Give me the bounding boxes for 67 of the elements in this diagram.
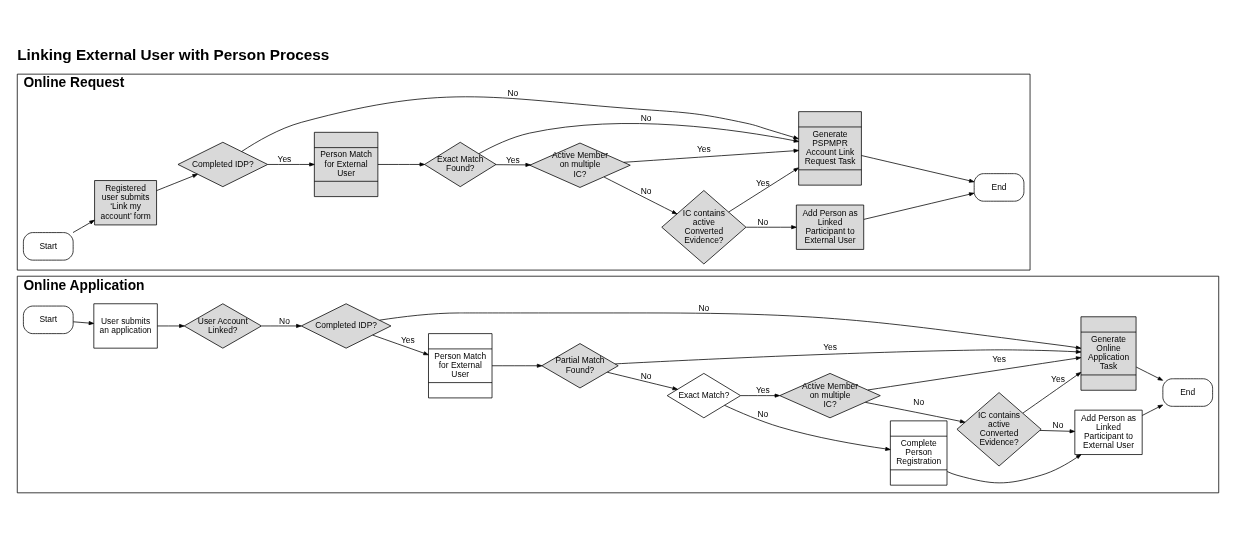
arrow	[728, 167, 799, 213]
arrow	[241, 96, 799, 152]
arrow	[865, 401, 966, 424]
node-diamond: Active Member on multiple IC?	[529, 142, 631, 188]
edge-label: Yes	[505, 154, 520, 165]
node-box: Add Person as Linked Participant to External User	[795, 204, 865, 250]
diagram-title: Linking External User with Person Process	[17, 45, 330, 63]
arrow	[863, 192, 975, 220]
arrow	[261, 323, 302, 328]
edge-label: Yes	[277, 154, 292, 165]
edge-label: No	[698, 303, 710, 314]
arrow	[740, 393, 780, 398]
node-box: Start	[23, 232, 74, 261]
arrow	[495, 162, 531, 167]
arrow	[867, 356, 1082, 391]
node-diamond: Exact Match Found?	[424, 141, 497, 188]
edge-label: No	[507, 88, 519, 99]
arrow	[861, 155, 975, 183]
node-box: Registered user submits ‘Link my account’ form	[94, 180, 157, 226]
node-box: User submits an application	[93, 303, 158, 349]
edge-label: No	[757, 408, 769, 419]
arrow	[478, 123, 799, 155]
edge-label: No	[757, 216, 769, 227]
edge-label: Yes	[992, 353, 1006, 364]
node-diamond: Active Member on multiple IC?	[779, 373, 881, 419]
arrow	[946, 454, 1082, 484]
edge-label: Yes	[400, 335, 415, 346]
arrow	[72, 321, 95, 326]
node-diamond: Completed IDP?	[300, 303, 392, 349]
edge-label: Yes	[1051, 374, 1065, 385]
arrow	[603, 176, 678, 215]
node-diamond: User Account Linked?	[183, 303, 262, 349]
arrow	[1141, 404, 1164, 416]
arrow	[372, 334, 429, 356]
edge-label: Yes	[697, 144, 711, 155]
node-diamond: Completed IDP?	[177, 141, 269, 188]
arrow	[614, 349, 1082, 365]
node-box: Add Person as Linked Participant to External User	[1074, 409, 1143, 455]
arrow	[724, 404, 891, 451]
arrow	[379, 312, 1082, 350]
arrow	[606, 371, 678, 391]
arrow	[1022, 372, 1082, 414]
arrow	[72, 219, 95, 233]
arrow	[157, 323, 185, 328]
edge-label: No	[913, 397, 925, 408]
edge-label: No	[279, 315, 290, 326]
node-box: End	[973, 173, 1025, 202]
arrow	[156, 173, 198, 191]
arrow	[1135, 366, 1164, 381]
node-box: End	[1162, 378, 1213, 407]
edge-label: No	[640, 186, 652, 197]
node-diamond: Partial Match Found?	[541, 343, 619, 389]
arrow	[623, 148, 799, 163]
node-diamond: IC contains active Converted Evidence?	[661, 190, 747, 265]
edge-label: No	[640, 113, 652, 124]
arrow	[745, 225, 797, 230]
arrow	[1039, 429, 1075, 434]
node-diamond: Exact Match?	[666, 373, 741, 419]
edge-label: No	[640, 370, 652, 381]
edge-label: No	[1052, 420, 1064, 431]
arrow	[267, 162, 315, 167]
node-box: Start	[23, 305, 74, 334]
arrow	[377, 162, 425, 167]
edge-label: Yes	[755, 385, 770, 396]
arrow	[491, 363, 543, 368]
edge-label: Yes	[823, 342, 837, 353]
edge-label: Yes	[755, 177, 770, 188]
